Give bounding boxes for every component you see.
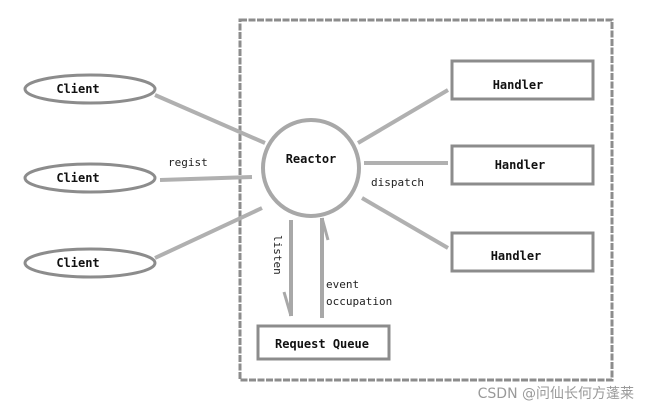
- edge-client2-reactor: [159, 175, 253, 182]
- listen-label: listen: [271, 235, 284, 275]
- dispatch-label: dispatch: [371, 176, 424, 189]
- request-queue-label: Request Queue: [275, 337, 369, 351]
- client-label-3: Client: [56, 256, 99, 270]
- client-node-2: Client: [23, 162, 157, 194]
- edge-client3-reactor: [154, 206, 263, 260]
- handler-label-2: Handler: [495, 158, 546, 172]
- handler-node-2: Handler: [450, 144, 595, 186]
- handler-node-1: Handler: [450, 59, 595, 101]
- client-node-1: Client: [23, 73, 157, 105]
- regist-label: regist: [168, 156, 208, 169]
- reactor-label: Reactor: [286, 152, 337, 166]
- client-label-2: Client: [56, 171, 99, 185]
- listen-arrow: [282, 220, 293, 317]
- handler-node-3: Handler: [450, 231, 595, 273]
- occupation-label: occupation: [326, 295, 392, 308]
- reactor-node: Reactor: [261, 118, 361, 218]
- edge-reactor-handler1: [356, 88, 450, 145]
- event-occupation-arrow: [320, 217, 330, 318]
- edge-client1-reactor: [154, 93, 266, 145]
- client-node-3: Client: [23, 247, 157, 279]
- client-label-1: Client: [56, 82, 99, 96]
- handler-label-1: Handler: [493, 78, 544, 92]
- system-boundary: [238, 18, 614, 382]
- event-label: event: [326, 278, 359, 291]
- edge-reactor-handler3: [360, 196, 450, 250]
- watermark: CSDN @问仙长何方蓬莱: [478, 386, 634, 402]
- handler-label-3: Handler: [491, 249, 542, 263]
- request-queue-node: Request Queue: [256, 324, 391, 361]
